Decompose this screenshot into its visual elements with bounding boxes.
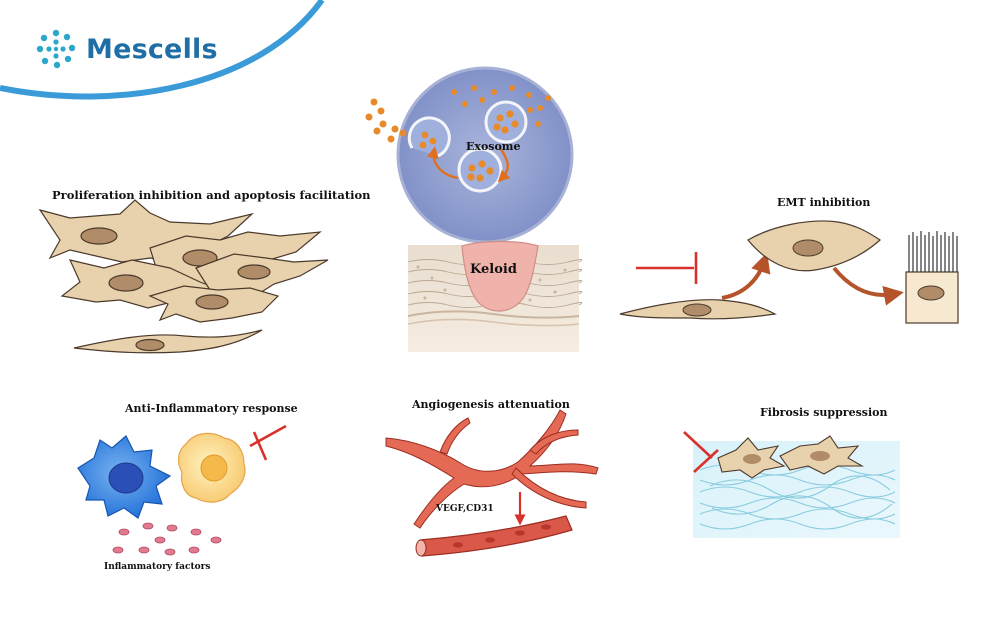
emt-diagram [619, 220, 959, 324]
inflammation-title: Anti-Inflammatory response [125, 402, 298, 415]
cell-cluster-logo-icon [36, 29, 76, 69]
inflammatory-factors-label: Inflammatory factors [104, 562, 211, 572]
vesicle [484, 100, 528, 144]
keloid-label: Keloid [470, 262, 517, 277]
vegf-cd31-label: VEGF,CD31 [436, 504, 494, 514]
exosome-cell [365, 66, 574, 244]
fibrosis-title: Fibrosis suppression [760, 406, 888, 419]
fibroblast-cluster [38, 199, 329, 354]
emt-title: EMT inhibition [777, 196, 871, 209]
keloid-skin-section [407, 240, 583, 352]
brand-logo[interactable]: Mescells [34, 26, 218, 72]
angiogenesis-title: Angiogenesis attenuation [412, 398, 570, 411]
header-swoosh [0, 0, 325, 100]
vesicle [457, 147, 503, 193]
fusing-vesicle [407, 116, 451, 158]
brand-name: Mescells [86, 33, 218, 65]
vessel-tube [415, 515, 573, 557]
proliferation-title: Proliferation inhibition and apoptosis f… [52, 188, 371, 202]
exosome-label: Exosome [466, 140, 521, 153]
blood-vessels [385, 409, 599, 529]
fibrosis-tissue [683, 431, 900, 538]
immune-cells [77, 424, 287, 556]
